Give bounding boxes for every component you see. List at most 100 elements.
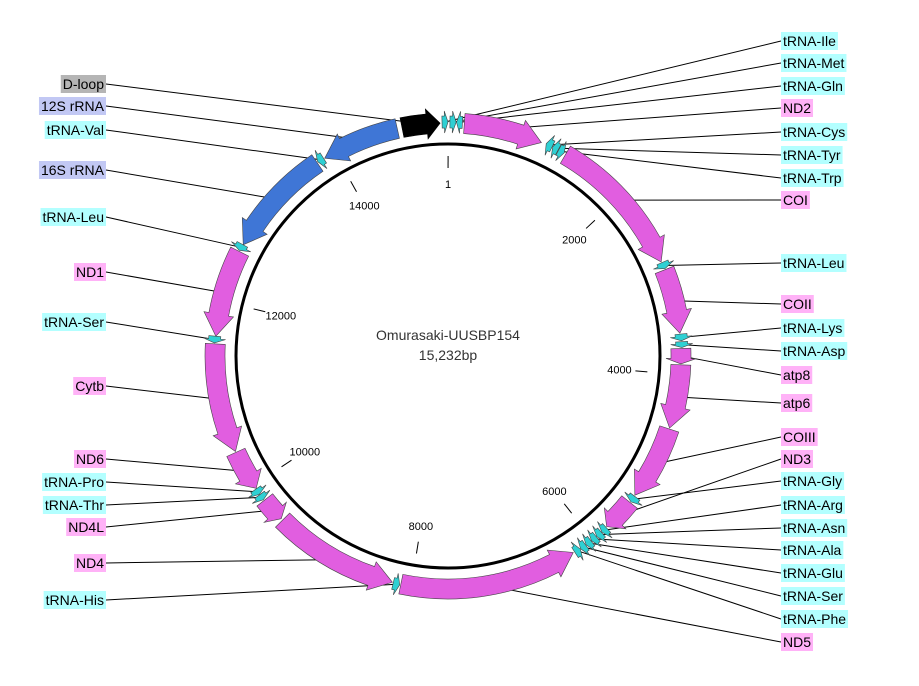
tick-mark: [564, 504, 571, 513]
leader-line: [453, 63, 781, 122]
leader-line: [106, 170, 275, 199]
feature-arrow-trna-met[interactable]: [450, 111, 456, 133]
feature-label-trna-leu[interactable]: tRNA-Leu: [43, 209, 104, 225]
feature-label-trna-thr[interactable]: tRNA-Thr: [45, 497, 104, 513]
feature-label-trna-gln[interactable]: tRNA-Gln: [783, 78, 843, 94]
feature-label-nd2[interactable]: ND2: [783, 100, 811, 116]
feature-arrow-atp8[interactable]: [666, 348, 696, 364]
feature-arrow-nd1[interactable]: [204, 247, 249, 336]
feature-label-nd4[interactable]: ND4: [76, 555, 104, 571]
tick-label: 2000: [562, 234, 586, 246]
feature-label-trna-phe[interactable]: tRNA-Phe: [783, 611, 846, 627]
tick-mark: [351, 181, 357, 191]
leader-line: [504, 108, 781, 129]
leader-line: [599, 528, 781, 535]
leader-line: [549, 132, 781, 145]
feature-label-trna-asp[interactable]: tRNA-Asp: [783, 343, 845, 359]
feature-label-atp8[interactable]: atp8: [783, 367, 810, 383]
feature-label-trna-trp[interactable]: tRNA-Trp: [783, 170, 842, 186]
feature-arrow-coii[interactable]: [655, 266, 691, 333]
tick-label: 12000: [266, 311, 297, 323]
leader-line: [490, 586, 781, 642]
leader-line: [681, 328, 781, 337]
feature-label-cytb[interactable]: Cytb: [75, 378, 104, 394]
tick-label: 1: [445, 179, 451, 191]
feature-arrow-trna-lys[interactable]: [670, 333, 692, 340]
feature-label-trna-met[interactable]: tRNA-Met: [783, 55, 845, 71]
feature-label-trna-cys[interactable]: tRNA-Cys: [783, 124, 845, 140]
feature-arrow-d-loop[interactable]: [400, 109, 440, 139]
tick-mark: [416, 542, 418, 554]
leader-line: [106, 386, 218, 399]
leader-line: [106, 459, 244, 471]
feature-label-trna-arg[interactable]: tRNA-Arg: [783, 497, 843, 513]
feature-arrow-atp6[interactable]: [661, 364, 691, 428]
feature-label-trna-ala[interactable]: tRNA-Ala: [783, 542, 842, 558]
genome-size: 15,232bp: [419, 347, 478, 363]
feature-label-atp6[interactable]: atp6: [783, 395, 810, 411]
leader-line: [106, 130, 320, 160]
leader-line: [664, 263, 781, 265]
tick-mark: [282, 460, 292, 467]
leader-line: [106, 482, 257, 492]
tick-label: 14000: [349, 201, 380, 213]
leader-line: [106, 322, 215, 340]
feature-label-trna-his[interactable]: tRNA-His: [46, 592, 104, 608]
feature-label-trna-val[interactable]: tRNA-Val: [47, 122, 104, 138]
leader-line: [106, 497, 261, 505]
tick-label: 6000: [542, 486, 566, 498]
feature-label-trna-ser[interactable]: tRNA-Ser: [783, 588, 843, 604]
feature-label-d-loop[interactable]: D-loop: [63, 76, 104, 92]
leader-line: [106, 584, 396, 600]
feature-arrow-16s-rrna[interactable]: [242, 155, 323, 245]
tick-label: 4000: [607, 365, 631, 377]
feature-label-nd1[interactable]: ND1: [76, 264, 104, 280]
feature-label-trna-leu[interactable]: tRNA-Leu: [783, 255, 844, 271]
leader-line: [106, 510, 272, 527]
tick-mark: [586, 220, 595, 228]
feature-label-trna-glu[interactable]: tRNA-Glu: [783, 565, 843, 581]
leader-line: [106, 84, 421, 124]
leader-line: [682, 345, 781, 351]
feature-label-nd4l[interactable]: ND4L: [68, 519, 104, 535]
feature-label-coiii[interactable]: COIII: [783, 429, 816, 445]
leader-line: [675, 301, 781, 304]
leader-line: [682, 356, 781, 375]
feature-arrow-nd5[interactable]: [399, 550, 573, 599]
feature-arrow-trna-his[interactable]: [392, 573, 400, 594]
feature-arrow-nd6[interactable]: [227, 448, 261, 488]
feature-label-12s-rrna[interactable]: 12S rRNA: [41, 98, 105, 114]
leader-line: [106, 560, 333, 563]
feature-label-nd6[interactable]: ND6: [76, 451, 104, 467]
genome-name: Omurasaki-UUSBP154: [376, 327, 520, 343]
feature-label-trna-asn[interactable]: tRNA-Asn: [783, 520, 845, 536]
tick-label: 8000: [409, 521, 433, 533]
feature-arrow-trna-asp[interactable]: [671, 341, 693, 347]
feature-label-trna-lys[interactable]: tRNA-Lys: [783, 320, 842, 336]
feature-label-coi[interactable]: COI: [783, 192, 808, 208]
feature-arrow-12s-rrna[interactable]: [325, 119, 400, 161]
feature-arrow-trna-ser[interactable]: [204, 336, 226, 343]
feature-arrow-nd4[interactable]: [275, 513, 392, 590]
feature-label-trna-pro[interactable]: tRNA-Pro: [44, 474, 104, 490]
feature-label-nd5[interactable]: ND5: [783, 634, 811, 650]
leader-line: [589, 543, 781, 573]
feature-label-16s-rrna[interactable]: 16S rRNA: [41, 162, 105, 178]
leader-line: [556, 148, 781, 155]
tick-label: 10000: [290, 446, 321, 458]
leader-line: [583, 547, 781, 596]
leader-line: [445, 41, 781, 122]
feature-label-trna-gly[interactable]: tRNA-Gly: [783, 473, 842, 489]
feature-arrow-trna-gln[interactable]: [456, 111, 462, 133]
feature-arrow-nd2[interactable]: [464, 114, 542, 149]
feature-label-coii[interactable]: COII: [783, 296, 812, 312]
feature-label-trna-ile[interactable]: tRNA-Ile: [783, 33, 836, 49]
leader-line: [106, 272, 223, 293]
tick-mark: [254, 309, 266, 312]
feature-label-trna-ser[interactable]: tRNA-Ser: [44, 314, 104, 330]
feature-label-trna-tyr[interactable]: tRNA-Tyr: [783, 147, 841, 163]
feature-label-nd3[interactable]: ND3: [783, 451, 811, 467]
feature-arrow-trna-ile[interactable]: [442, 111, 448, 133]
